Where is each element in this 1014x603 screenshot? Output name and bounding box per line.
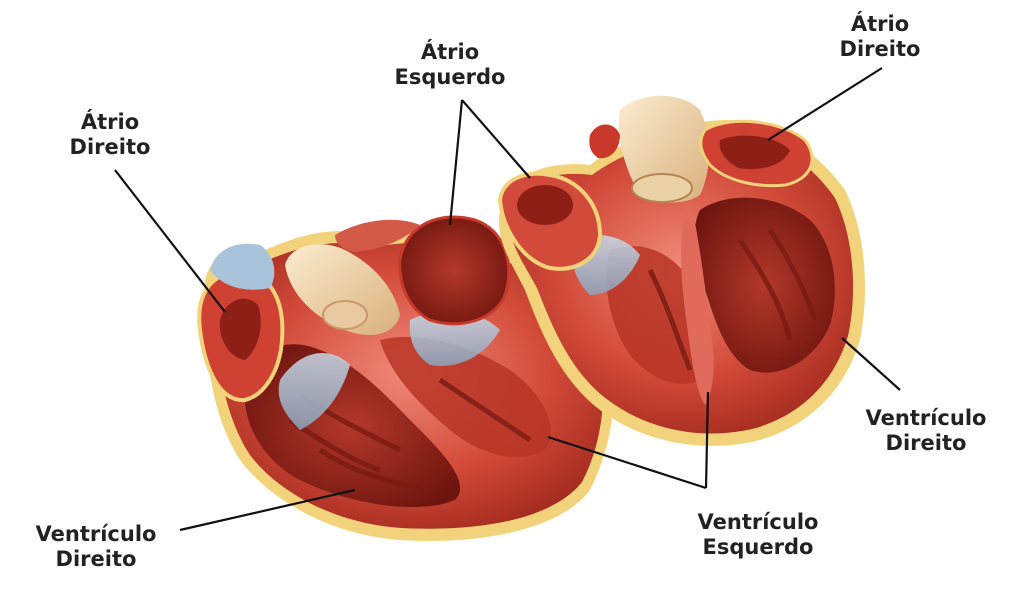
label-atrio-direito-left: Átrio Direito [45, 110, 175, 160]
leader-atrio-direito-top [768, 68, 882, 140]
label-ventriculo-direito-left-line1: Ventrículo [6, 522, 186, 547]
label-atrio-direito-top-line2: Direito [815, 37, 945, 62]
label-ventriculo-esquerdo-line2: Esquerdo [668, 535, 848, 560]
right-aortic-opening [632, 174, 692, 202]
label-atrio-direito-left-line1: Átrio [45, 110, 175, 135]
label-atrio-esquerdo: Átrio Esquerdo [370, 40, 530, 90]
label-atrio-direito-top-line1: Átrio [815, 12, 945, 37]
label-ventriculo-direito-left: Ventrículo Direito [6, 522, 186, 572]
label-ventriculo-direito-right: Ventrículo Direito [842, 406, 1010, 456]
label-ventriculo-direito-right-line2: Direito [842, 431, 1010, 456]
label-ventriculo-esquerdo: Ventrículo Esquerdo [668, 510, 848, 560]
label-atrio-esquerdo-line2: Esquerdo [370, 65, 530, 90]
label-ventriculo-esquerdo-line1: Ventrículo [668, 510, 848, 535]
label-ventriculo-direito-right-line1: Ventrículo [842, 406, 1010, 431]
label-ventriculo-direito-left-line2: Direito [6, 547, 186, 572]
label-atrio-esquerdo-line1: Átrio [370, 40, 530, 65]
leader-atrio-esquerdo-right [462, 100, 530, 178]
left-pulmonary-opening [323, 301, 367, 329]
label-atrio-direito-top: Átrio Direito [815, 12, 945, 62]
leader-atrio-direito-left [115, 170, 225, 312]
leader-atrio-esquerdo-left [450, 100, 462, 225]
label-atrio-direito-left-line2: Direito [45, 135, 175, 160]
left-left-atrium [400, 217, 509, 324]
right-left-atrium-opening [517, 185, 573, 225]
